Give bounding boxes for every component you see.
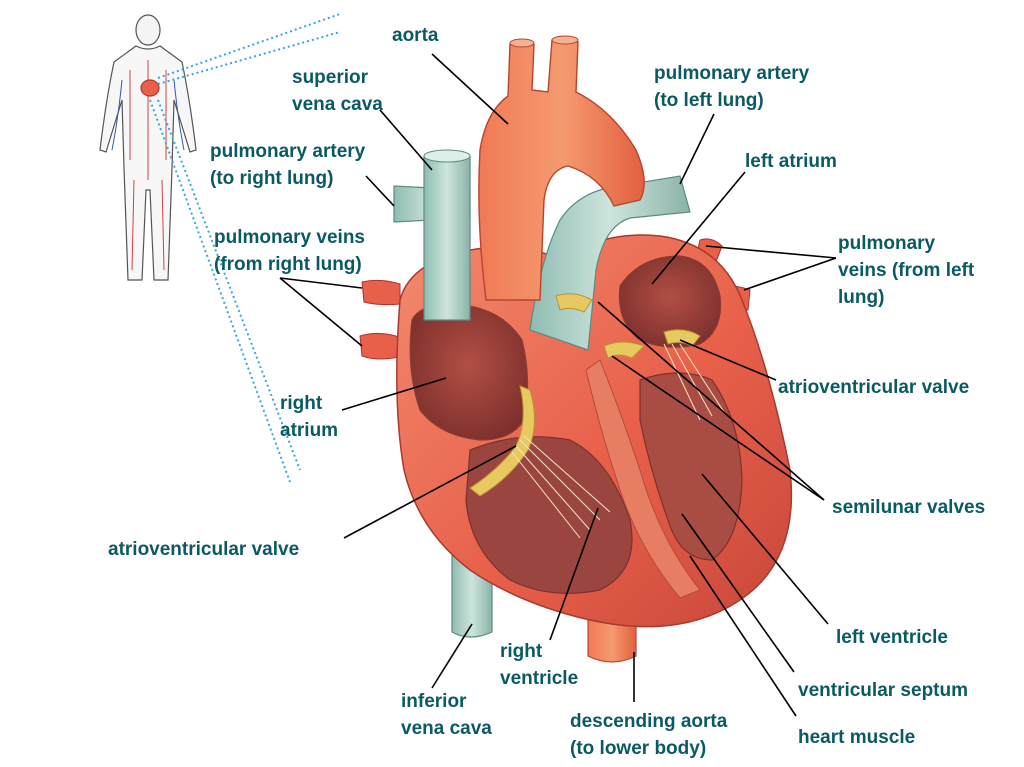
label-line: (to lower body) bbox=[570, 738, 707, 759]
label-pulmonary-veins-left: pulmonary veins (from left lung) bbox=[838, 230, 974, 311]
label-ventricular-septum: ventricular septum bbox=[798, 680, 968, 701]
label-atrioventricular-valve-right: atrioventricular valve bbox=[108, 539, 300, 560]
label-pulmonary-artery-left: pulmonary artery (to left lung) bbox=[654, 60, 809, 114]
label-heart-muscle: heart muscle bbox=[798, 727, 916, 748]
label-line: right bbox=[280, 393, 323, 414]
label-line: veins (from left bbox=[838, 260, 975, 281]
right-ventricle-chamber bbox=[465, 436, 633, 594]
label-line: pulmonary veins bbox=[214, 227, 365, 248]
pulmonary-vein-right-lower bbox=[359, 332, 403, 360]
label-superior-vena-cava: superior vena cava bbox=[292, 64, 383, 118]
guide-lines bbox=[149, 13, 341, 483]
body-figure bbox=[99, 14, 197, 281]
label-line: (from right lung) bbox=[214, 254, 362, 275]
label-right-atrium: right atrium bbox=[280, 390, 338, 444]
chordae bbox=[511, 343, 725, 539]
label-inferior-vena-cava: inferior vena cava bbox=[401, 688, 492, 742]
label-left-atrium: left atrium bbox=[745, 151, 837, 172]
label-line: pulmonary bbox=[838, 233, 936, 254]
label-pulmonary-veins-right: pulmonary veins (from right lung) bbox=[214, 224, 365, 278]
label-line: superior bbox=[292, 67, 369, 88]
label-atrioventricular-valve-left: atrioventricular valve bbox=[778, 377, 970, 398]
label-line: pulmonary artery bbox=[654, 63, 810, 84]
label-left-ventricle: left ventricle bbox=[836, 627, 948, 648]
label-pulmonary-artery-right: pulmonary artery (to right lung) bbox=[210, 138, 365, 192]
label-semilunar-valves: semilunar valves bbox=[832, 497, 986, 518]
label-line: lung) bbox=[838, 287, 885, 308]
label-descending-aorta: descending aorta (to lower body) bbox=[570, 708, 727, 762]
label-line: (to right lung) bbox=[210, 168, 334, 189]
leader-lines bbox=[279, 53, 837, 717]
label-right-ventricle: right ventricle bbox=[500, 638, 578, 692]
left-atrium-chamber bbox=[618, 255, 722, 348]
label-line: inferior bbox=[401, 691, 467, 712]
label-line: pulmonary artery bbox=[210, 141, 366, 162]
label-line: descending aorta bbox=[570, 711, 728, 732]
label-line: (to left lung) bbox=[654, 90, 764, 111]
label-line: right bbox=[500, 641, 543, 662]
left-ventricle-chamber bbox=[639, 372, 743, 561]
label-line: vena cava bbox=[292, 94, 383, 115]
label-line: ventricle bbox=[500, 668, 579, 689]
label-line: vena cava bbox=[401, 718, 492, 739]
superior-vena-cava-vessel bbox=[423, 150, 471, 321]
septum-wall bbox=[585, 359, 701, 599]
label-line: atrium bbox=[280, 420, 339, 441]
pulmonary-vein-right-upper bbox=[361, 279, 401, 306]
label-aorta: aorta bbox=[392, 25, 439, 46]
